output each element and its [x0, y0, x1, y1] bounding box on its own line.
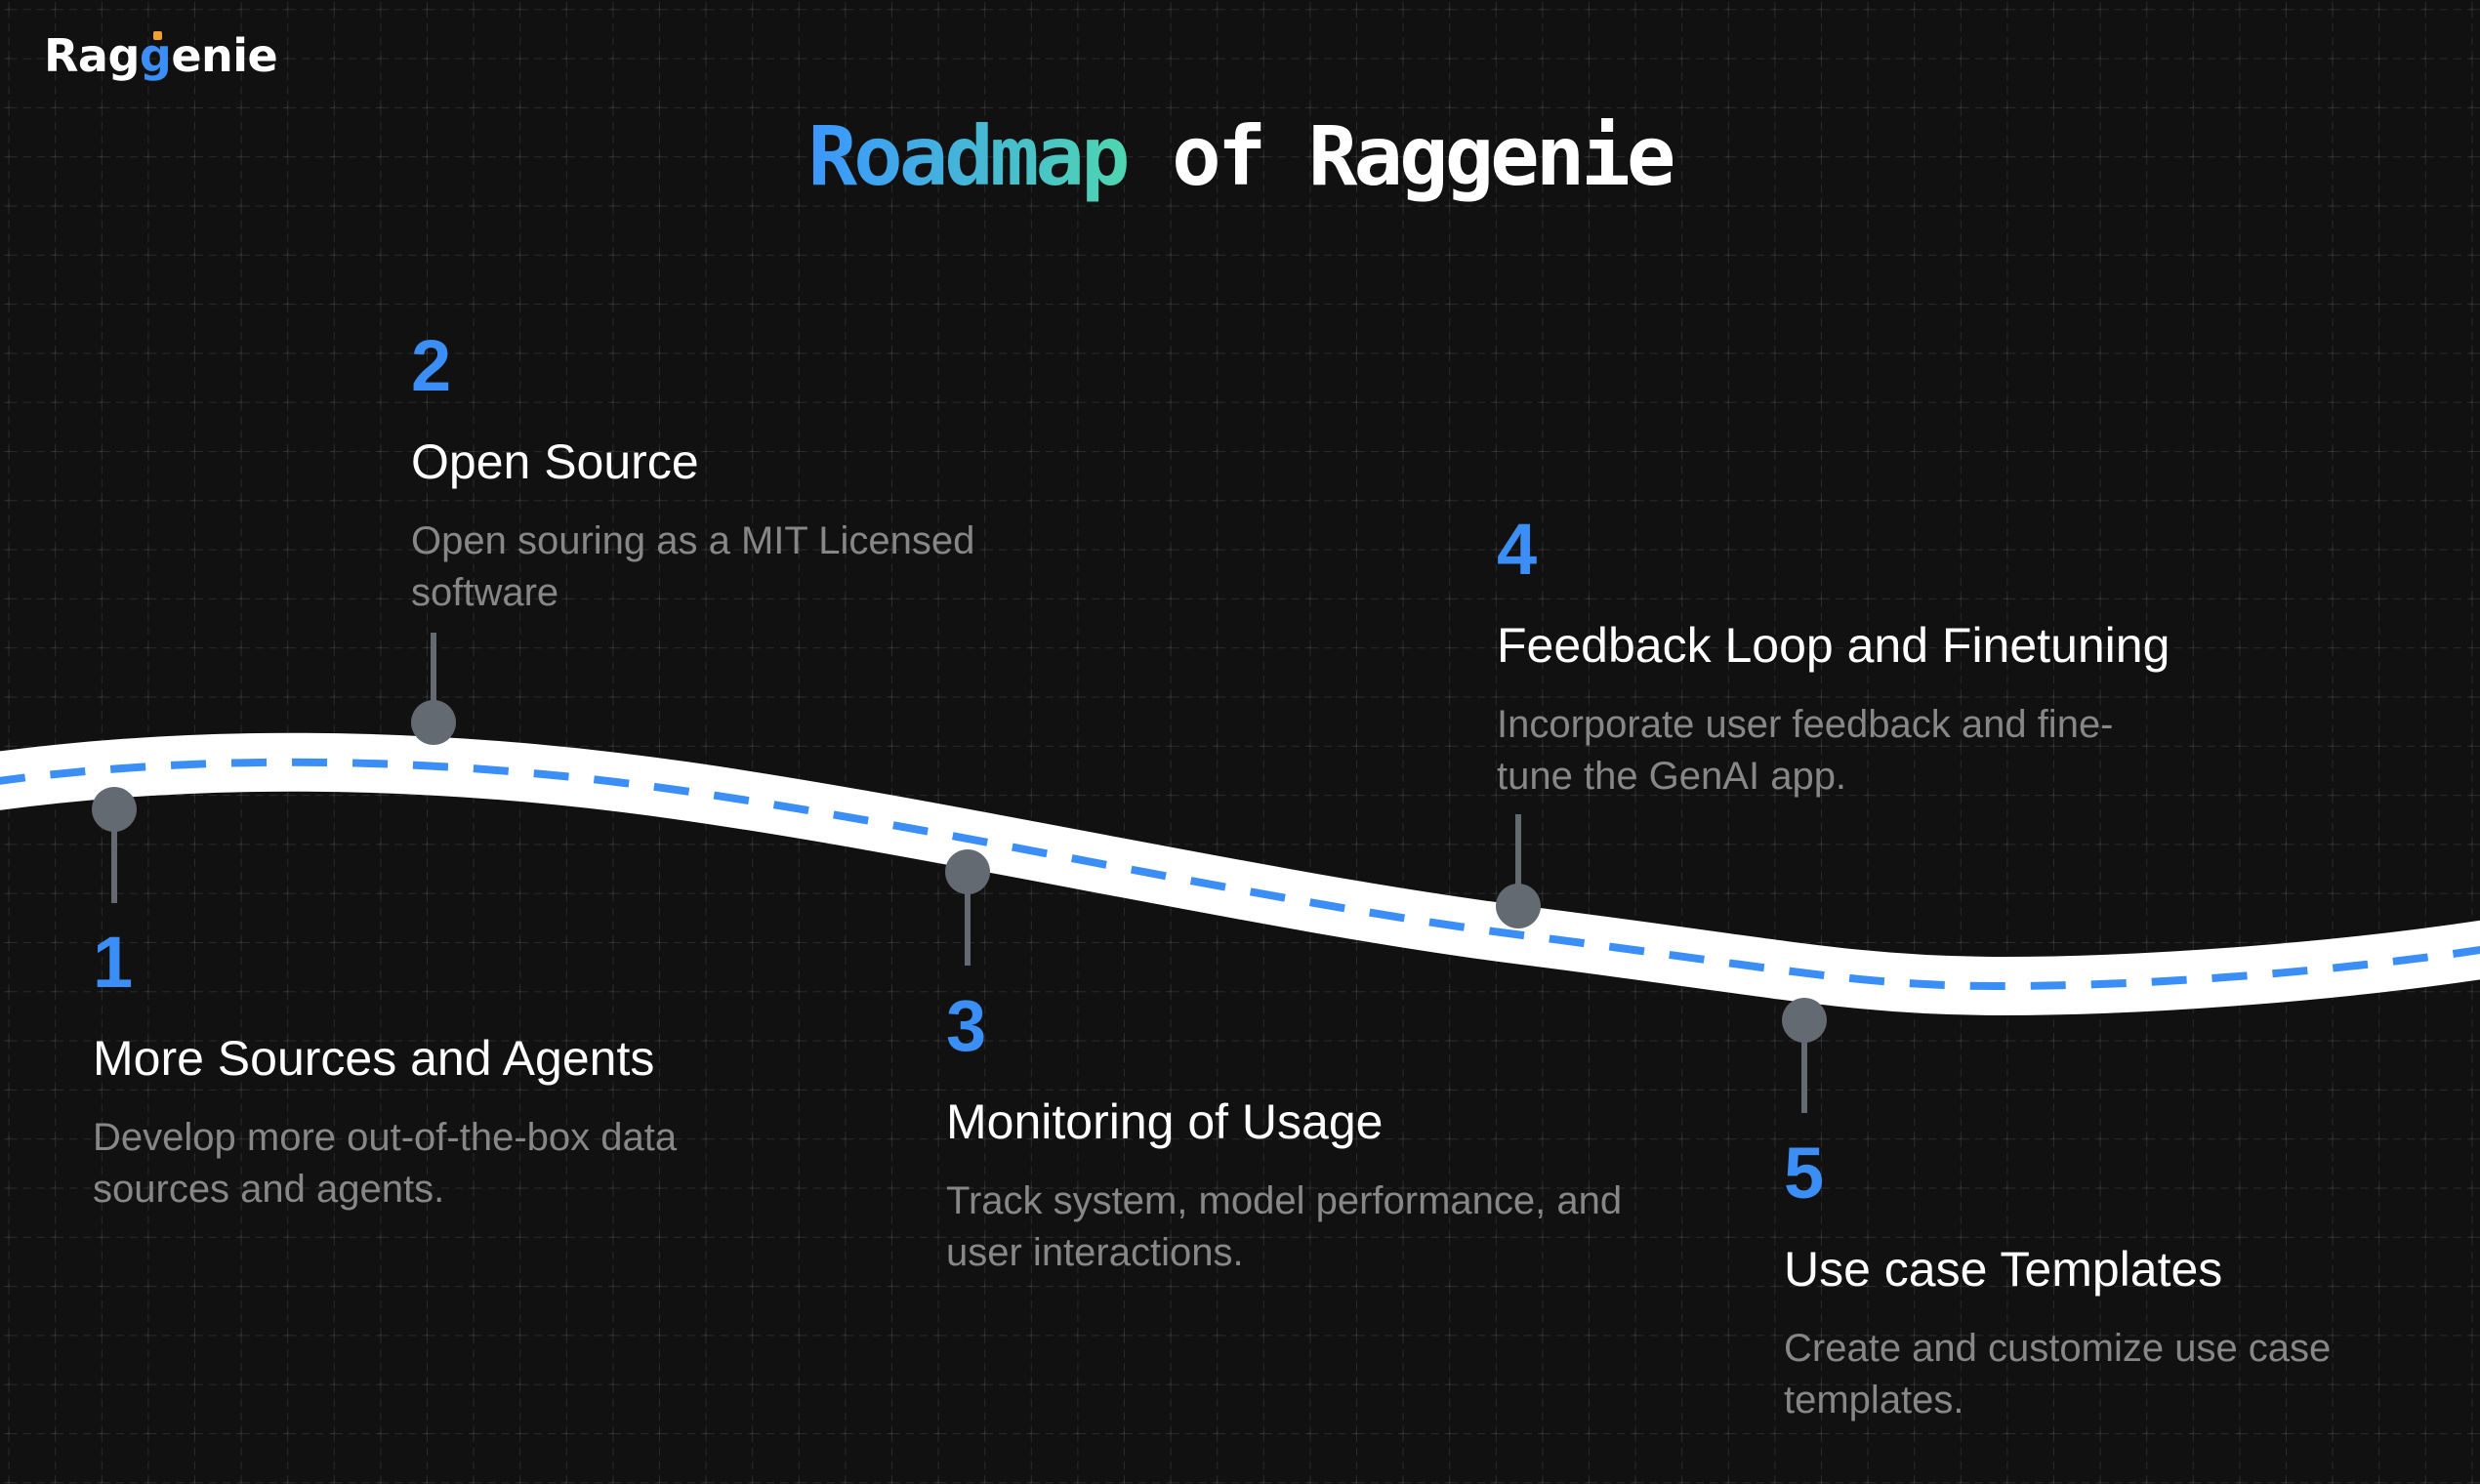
marker-5: [1782, 998, 1827, 1113]
title-highlight: Roadmap: [807, 108, 1131, 204]
milestone-number: 2: [411, 325, 452, 406]
milestone-description: Incorporate user feedback and fine-tune …: [1497, 703, 2114, 798]
logo-text-start: Rag: [44, 29, 140, 82]
milestone-title: Feedback Loop and Finetuning: [1497, 618, 2170, 673]
milestone-number: 4: [1497, 509, 1538, 590]
milestone-number: 1: [93, 922, 134, 1003]
milestone-title: Use case Templates: [1784, 1242, 2223, 1297]
marker-2: [411, 633, 456, 745]
title-rest: of Raggenie: [1126, 108, 1675, 204]
marker-3: [945, 849, 990, 966]
milestone-number: 5: [1784, 1133, 1825, 1214]
milestone-title: Open Source: [411, 434, 699, 489]
road-dashed-centerline: [0, 758, 2480, 991]
marker-4: [1496, 814, 1541, 928]
marker-1: [92, 787, 137, 903]
logo-genie-g: g: [139, 29, 172, 82]
milestone-title: Monitoring of Usage: [946, 1094, 1384, 1149]
milestone-title: More Sources and Agents: [93, 1031, 655, 1086]
milestone-number: 3: [946, 985, 987, 1066]
page-title: Roadmap of Raggenie: [0, 115, 2480, 197]
logo-text-end: enie: [171, 29, 278, 82]
logo-lamp-icon: [152, 31, 162, 40]
